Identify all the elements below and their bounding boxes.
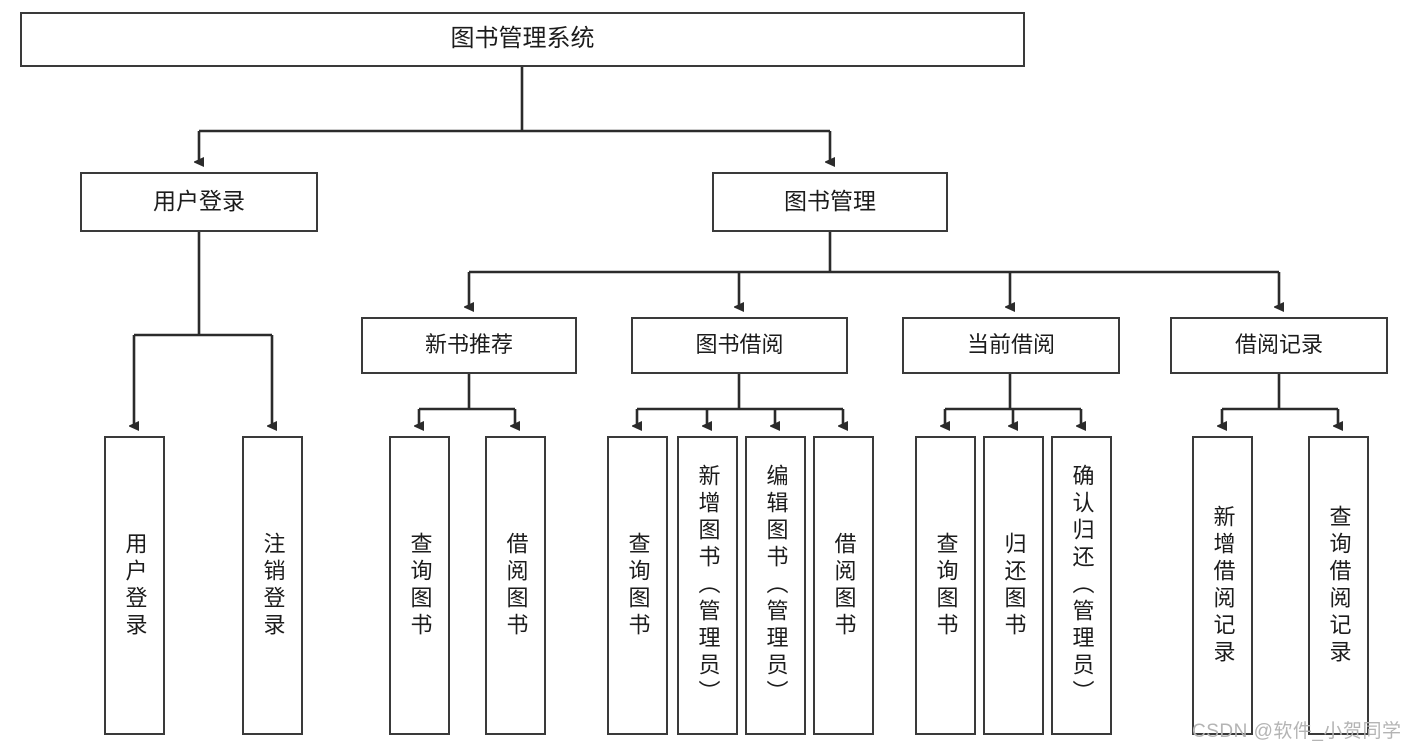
node-label: 查询图书	[625, 531, 651, 640]
node-label: 当前借阅	[966, 332, 1055, 358]
node-label: 借阅记录	[1234, 332, 1323, 358]
node-label: 用户登录	[153, 188, 245, 215]
leaf-new-book-borrow[interactable]: 借阅图书	[485, 436, 546, 735]
leaf-borrow-record-query[interactable]: 查询借阅记录	[1308, 436, 1369, 735]
node-current-borrow[interactable]: 当前借阅	[902, 317, 1120, 374]
node-label: 借阅图书	[503, 531, 529, 640]
node-label: 确认归还（管理员）	[1069, 464, 1095, 707]
leaf-book-borrow-edit[interactable]: 编辑图书（管理员）	[745, 436, 806, 735]
node-label: 归还图书	[1001, 531, 1027, 640]
leaf-borrow-record-add[interactable]: 新增借阅记录	[1192, 436, 1253, 735]
node-label: 新增图书（管理员）	[695, 464, 721, 707]
leaf-current-borrow-return[interactable]: 归还图书	[983, 436, 1044, 735]
node-label: 用户登录	[122, 531, 148, 640]
node-label: 注销登录	[260, 531, 286, 640]
node-book-borrow[interactable]: 图书借阅	[631, 317, 848, 374]
leaf-book-borrow-query[interactable]: 查询图书	[607, 436, 668, 735]
leaf-user-login-logout[interactable]: 注销登录	[242, 436, 303, 735]
node-label: 图书管理系统	[450, 25, 595, 53]
node-label: 查询图书	[407, 531, 433, 640]
leaf-current-borrow-confirm-return[interactable]: 确认归还（管理员）	[1051, 436, 1112, 735]
node-label: 编辑图书（管理员）	[763, 464, 789, 707]
node-new-book-recommend[interactable]: 新书推荐	[361, 317, 577, 374]
node-label: 借阅图书	[831, 531, 857, 640]
node-label: 查询图书	[933, 531, 959, 640]
leaf-user-login-login[interactable]: 用户登录	[104, 436, 165, 735]
leaf-current-borrow-query[interactable]: 查询图书	[915, 436, 976, 735]
leaf-book-borrow-add[interactable]: 新增图书（管理员）	[677, 436, 738, 735]
leaf-book-borrow-borrow[interactable]: 借阅图书	[813, 436, 874, 735]
node-label: 图书管理	[784, 188, 876, 215]
node-book-management[interactable]: 图书管理	[712, 172, 948, 232]
node-book-management-system[interactable]: 图书管理系统	[20, 12, 1025, 67]
node-borrow-record[interactable]: 借阅记录	[1170, 317, 1388, 374]
node-user-login[interactable]: 用户登录	[80, 172, 318, 232]
node-label: 查询借阅记录	[1326, 504, 1352, 667]
node-label: 新增借阅记录	[1210, 504, 1236, 667]
node-label: 新书推荐	[424, 332, 513, 358]
node-label: 图书借阅	[695, 332, 784, 358]
leaf-new-book-query[interactable]: 查询图书	[389, 436, 450, 735]
